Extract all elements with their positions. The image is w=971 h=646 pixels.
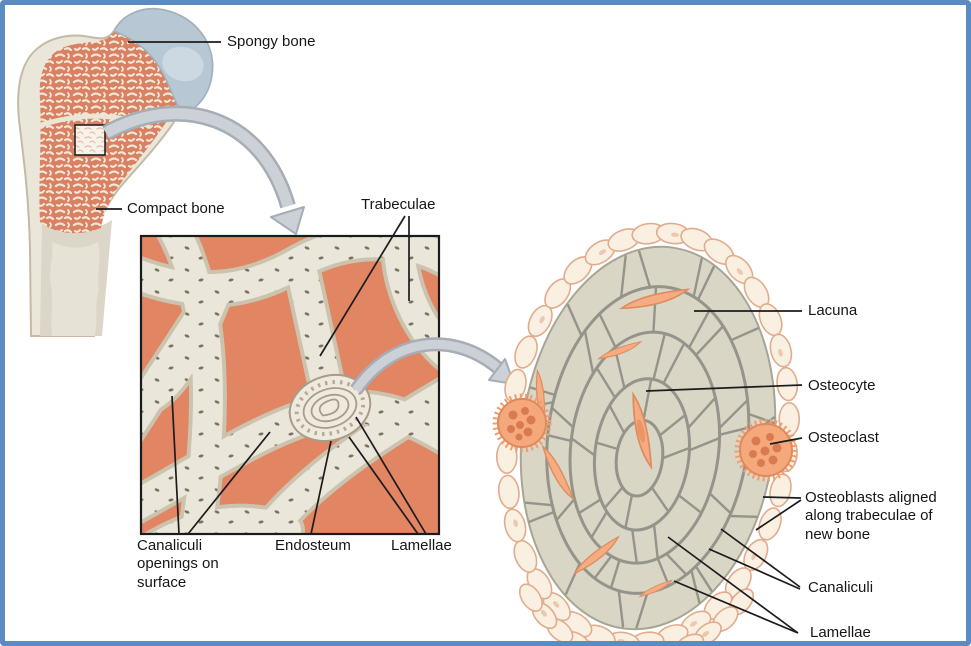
femur-illustration bbox=[17, 7, 214, 337]
compact-bone-label: Compact bone bbox=[127, 200, 225, 217]
osteoclast-right bbox=[734, 418, 798, 482]
osteoclast-label: Osteoclast bbox=[808, 429, 879, 446]
lacunae bbox=[533, 285, 691, 599]
lamellae-rings bbox=[524, 250, 776, 629]
sample-square bbox=[74, 124, 106, 156]
osteocyte-label: Osteocyte bbox=[808, 377, 876, 394]
endosteum-label: Endosteum bbox=[275, 537, 351, 554]
leader-lines bbox=[96, 41, 803, 634]
lamellae-mid-label: Lamellae bbox=[391, 537, 452, 554]
canaliculi-right-label: Canaliculi bbox=[808, 579, 874, 596]
trabecula-cross-section bbox=[492, 222, 801, 646]
lacuna-label: Lacuna bbox=[808, 302, 858, 319]
zoom-arrow-femur-to-panel-icon bbox=[102, 105, 305, 235]
panel-border bbox=[139, 234, 441, 536]
lamellae-right-label: Lamellae bbox=[810, 624, 871, 641]
medullary-inner bbox=[50, 242, 100, 336]
osteocyte-cell bbox=[636, 419, 646, 443]
osteoblasts-label: Osteoblasts aligned along trabeculae of … bbox=[805, 489, 937, 543]
osteoclast-left bbox=[492, 393, 552, 453]
canaliculi-openings-label: Canaliculi openings on surface bbox=[137, 537, 219, 591]
spongy-bone-panel bbox=[139, 234, 441, 536]
spongy-bone-label: Spongy bone bbox=[227, 33, 316, 50]
cartilage-highlight bbox=[162, 46, 204, 82]
cut-trabecula bbox=[288, 374, 372, 442]
trabeculae-label: Trabeculae bbox=[361, 196, 436, 213]
